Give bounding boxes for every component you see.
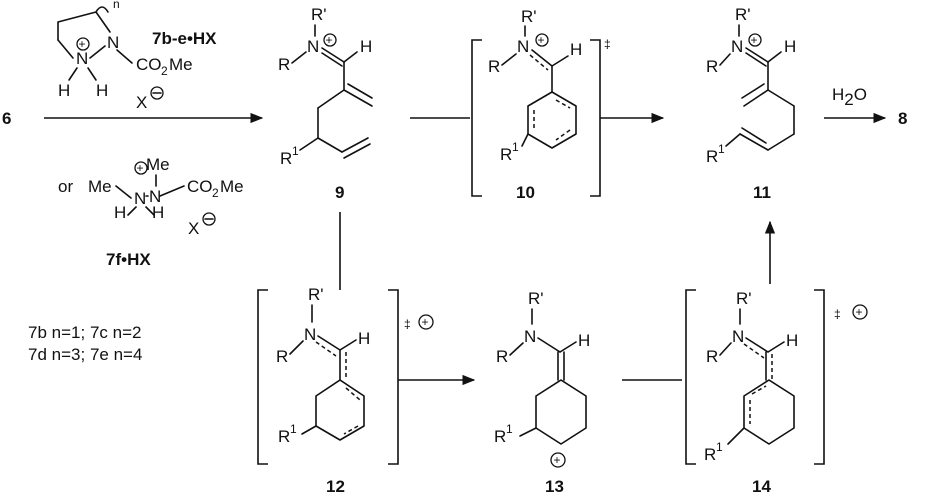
atom-n: N (524, 327, 536, 346)
atom-n: N (304, 325, 316, 344)
r1-group: R (278, 427, 290, 446)
r1-superscript: 1 (290, 422, 297, 436)
n-legend: 7b n=1; 7c n=2 7d n=3; 7e n=4 (28, 323, 142, 364)
r1-group: R (704, 445, 716, 464)
ts-dagger: ‡ (834, 307, 841, 321)
atom-n-plus: N (76, 49, 88, 68)
r-prime: R' (308, 285, 324, 304)
atom-n: N (732, 327, 744, 346)
or-text: or (58, 177, 73, 196)
atom-h: H (784, 37, 796, 56)
compound-14-label: 14 (752, 477, 771, 496)
co2me-co: CO (187, 177, 213, 196)
reagent-7f-label: 7f•HX (106, 250, 151, 269)
r1-superscript: 1 (716, 440, 723, 454)
atom-h: H (578, 331, 590, 350)
atom-n: N (307, 37, 319, 56)
co2me-co: CO (136, 55, 162, 74)
compound-13-structure: R' N R H R 1 + (494, 289, 590, 468)
compound-9-label: 9 (335, 183, 344, 202)
r-prime: R' (311, 5, 327, 24)
r-group: R (278, 55, 290, 74)
r1-superscript: 1 (506, 422, 513, 436)
atom-h: H (96, 81, 108, 100)
r-group: R (496, 347, 508, 366)
reagent-7f-structure: Me N Me N + CO 2 Me H H X (88, 155, 244, 238)
ts-12-structure: ‡ + R' N R H R 1 (257, 285, 434, 465)
compound-9-structure: R' N + R H R 1 (278, 5, 373, 168)
compound-11-label: 11 (753, 183, 771, 202)
compound-11-structure: R' N + R H R 1 (706, 5, 796, 166)
atom-n: N (149, 187, 161, 206)
r-prime: R' (521, 7, 537, 26)
r1-superscript: 1 (512, 140, 519, 154)
counterion-x: X (188, 219, 199, 238)
ts-dagger: ‡ (404, 317, 411, 331)
r1-superscript: 1 (718, 142, 725, 156)
compound-12-label: 12 (326, 477, 345, 496)
legend-line-2: 7d n=3; 7e n=4 (28, 345, 142, 364)
co2me-sub: 2 (161, 64, 168, 78)
methyl-left: Me (88, 177, 112, 196)
plus-sign: + (422, 315, 429, 329)
r-group: R (706, 57, 718, 76)
plus-sign: + (856, 305, 863, 319)
compound-13-label: 13 (545, 477, 564, 496)
compound-8-label: 8 (898, 109, 907, 128)
compound-6-label: 6 (2, 109, 11, 128)
ring-size-n: n (113, 0, 120, 11)
r1-group: R (500, 145, 512, 164)
plus-sign: + (79, 37, 86, 51)
r-group: R (276, 347, 288, 366)
r-prime: R' (736, 289, 752, 308)
atom-n-plus: N (134, 189, 146, 208)
r1-group: R (280, 149, 292, 168)
plus-sign: + (137, 161, 144, 175)
r1-group: R (706, 147, 718, 166)
co2me-me: Me (220, 177, 244, 196)
ts-dagger: ‡ (604, 37, 611, 51)
atom-h: H (360, 37, 372, 56)
atom-h: H (114, 203, 126, 222)
compound-10-label: 10 (516, 183, 535, 202)
r1-group: R (494, 427, 506, 446)
plus-sign: + (554, 453, 561, 467)
ts-14-structure: ‡ + R' N R H R 1 (685, 289, 868, 465)
plus-sign: + (751, 33, 758, 47)
atom-n: N (107, 33, 119, 52)
r-group: R (488, 57, 500, 76)
plus-sign: + (326, 33, 333, 47)
water-label: H2O (832, 85, 867, 109)
atom-n: N (517, 37, 529, 56)
atom-h: H (358, 329, 370, 348)
legend-line-1: 7b n=1; 7c n=2 (28, 323, 141, 342)
reagent-7b-e-label: 7b-e•HX (152, 29, 217, 48)
plus-sign: + (538, 33, 545, 47)
counterion-x: X (136, 93, 147, 112)
r-prime: R' (735, 5, 751, 24)
ts-10-structure: ‡ R' N + R H R 1 (471, 7, 611, 197)
co2me-me: Me (169, 55, 193, 74)
atom-h: H (570, 40, 582, 59)
atom-h: H (152, 203, 164, 222)
co2me-sub: 2 (212, 186, 219, 200)
atom-h: H (786, 331, 798, 350)
r-prime: R' (528, 289, 544, 308)
methyl-top: Me (146, 155, 170, 174)
atom-n: N (731, 37, 743, 56)
reagent-7b-e-structure: n N + N CO 2 Me H H X (57, 0, 193, 112)
r1-superscript: 1 (292, 144, 299, 158)
atom-h: H (58, 81, 70, 100)
r-group: R (706, 347, 718, 366)
